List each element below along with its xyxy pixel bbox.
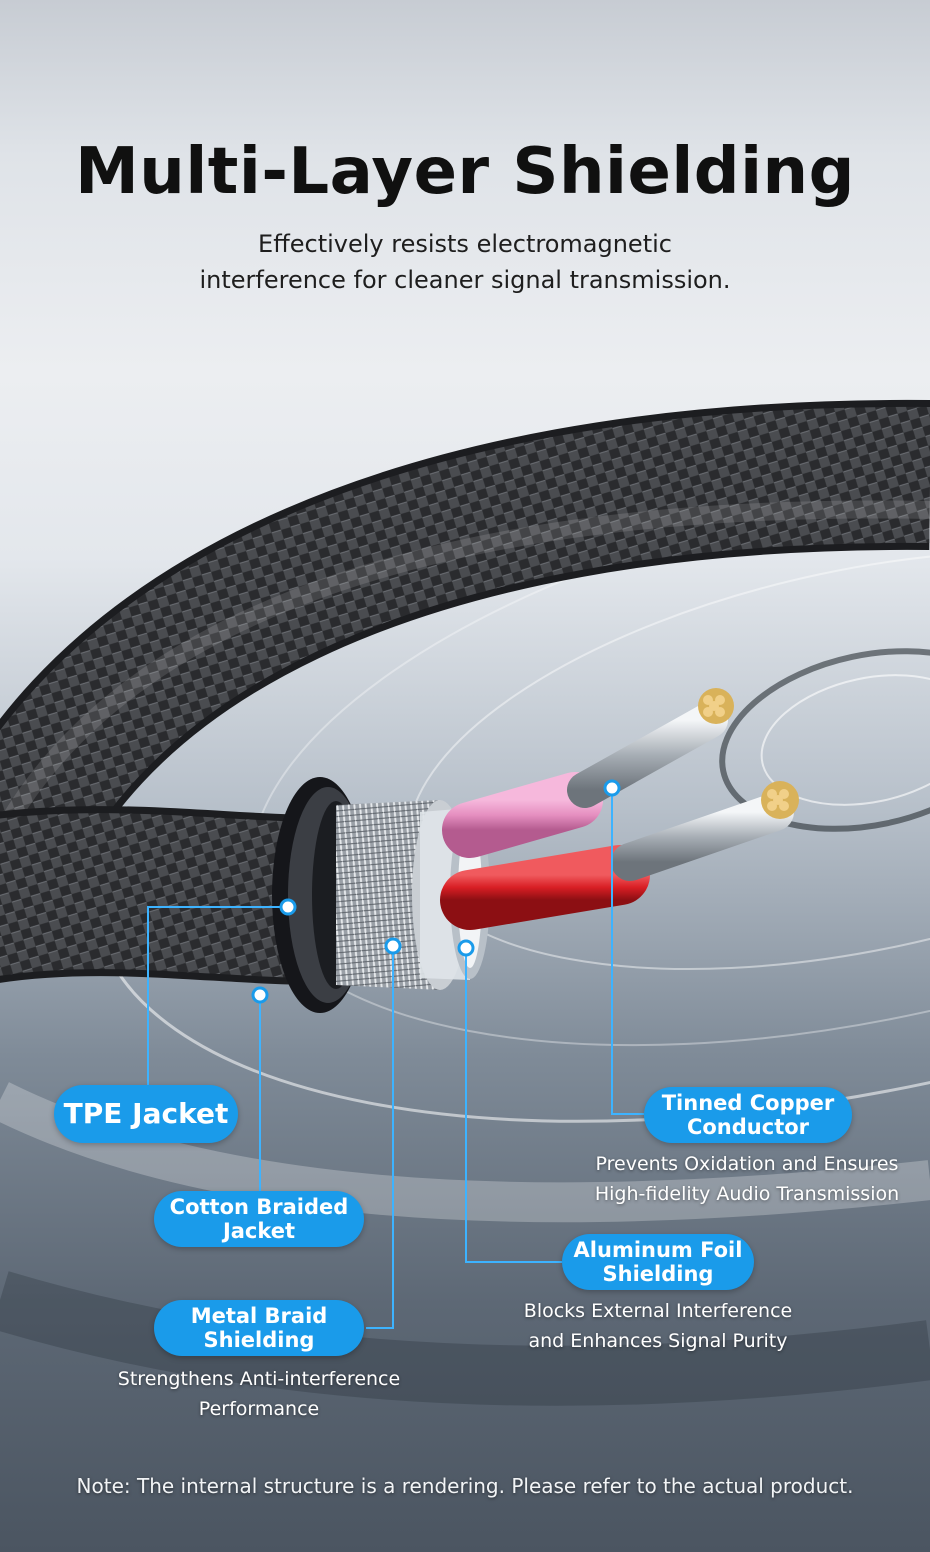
page-subtitle: Effectively resists electromagnetic inte… bbox=[0, 226, 930, 298]
label-cotton-braided-jacket: Cotton Braided Jacket bbox=[154, 1191, 364, 1247]
label-tpe-jacket-text: TPE Jacket bbox=[63, 1097, 229, 1130]
label-metal-line-1: Metal Braid bbox=[190, 1304, 328, 1328]
desc-metal-line-2: Performance bbox=[198, 1398, 320, 1420]
desc-foil-line-2: and Enhances Signal Purity bbox=[528, 1330, 788, 1352]
leader-dots bbox=[251, 779, 621, 1004]
label-aluminum-foil-shielding: Aluminum Foil Shielding bbox=[562, 1234, 754, 1290]
desc-metal-line-1: Strengthens Anti-interference bbox=[117, 1368, 401, 1390]
desc-copper-line-1: Prevents Oxidation and Ensures bbox=[595, 1153, 899, 1175]
label-tpe-jacket: TPE Jacket bbox=[54, 1085, 238, 1143]
desc-metal-braid-shielding: Strengthens Anti-interference Performanc… bbox=[90, 1364, 428, 1424]
label-copper-line-2: Conductor bbox=[686, 1115, 810, 1139]
footer-note: Note: The internal structure is a render… bbox=[76, 1474, 854, 1498]
pink-conductor bbox=[442, 688, 734, 858]
desc-aluminum-foil-shielding: Blocks External Interference and Enhance… bbox=[492, 1296, 824, 1356]
label-cotton-line-1: Cotton Braided bbox=[169, 1195, 349, 1219]
label-foil-line-1: Aluminum Foil bbox=[573, 1238, 743, 1262]
desc-foil-line-1: Blocks External Interference bbox=[523, 1300, 793, 1322]
subtitle-line-1: Effectively resists electromagnetic bbox=[258, 230, 672, 258]
subtitle-line-2: interference for cleaner signal transmis… bbox=[199, 266, 731, 294]
label-tinned-copper-conductor: Tinned Copper Conductor bbox=[644, 1087, 852, 1143]
label-metal-braid-shielding: Metal Braid Shielding bbox=[154, 1300, 364, 1356]
leader-lines bbox=[147, 788, 644, 1329]
label-metal-line-2: Shielding bbox=[203, 1328, 315, 1352]
desc-tinned-copper-conductor: Prevents Oxidation and Ensures High-fide… bbox=[566, 1149, 928, 1209]
label-foil-line-2: Shielding bbox=[602, 1262, 714, 1286]
page-title: Multi-Layer Shielding bbox=[75, 135, 855, 209]
desc-copper-line-2: High-fidelity Audio Transmission bbox=[594, 1183, 900, 1205]
label-copper-line-1: Tinned Copper bbox=[661, 1091, 835, 1115]
red-conductor bbox=[440, 781, 799, 930]
label-cotton-line-2: Jacket bbox=[222, 1219, 296, 1243]
